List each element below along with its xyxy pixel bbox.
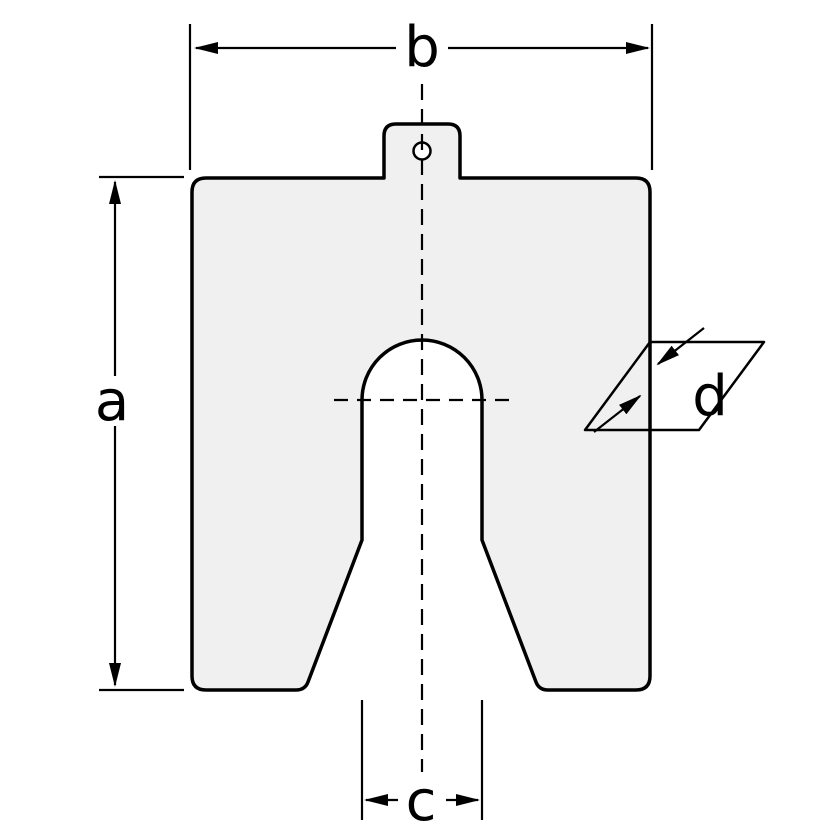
dimension-label-d: d [692,364,728,429]
dimension-label-a: a [95,369,129,434]
thickness-parallelogram [583,340,766,432]
dim-d-arrow-upper [656,327,705,366]
dimension-label-b: b [404,15,440,80]
shim-outline [190,122,652,692]
dim-d-arrow-lower [593,394,642,433]
dimension-label-c: c [406,769,437,834]
